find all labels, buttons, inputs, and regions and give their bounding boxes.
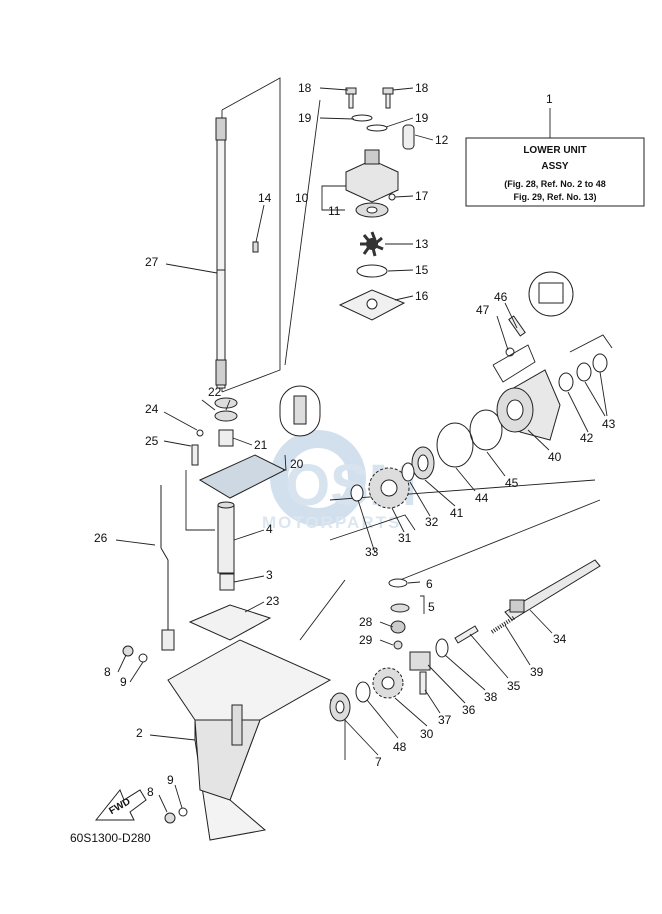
title-line-4: Fig. 29, Ref. No. 13): [513, 192, 596, 202]
callout-16: 16: [415, 289, 429, 303]
callout-5: 5: [428, 600, 435, 614]
callout-44: 44: [475, 491, 489, 505]
drawing-code: 60S1300-D280: [70, 831, 151, 845]
callout-22: 22: [208, 385, 222, 399]
callout-48: 48: [393, 740, 407, 754]
gears: [350, 467, 410, 699]
callout-37: 37: [438, 713, 452, 727]
callout-8b: 8: [147, 785, 154, 799]
callout-8a: 8: [104, 665, 111, 679]
bearing-lower: [329, 681, 371, 722]
callout-28: 28: [359, 615, 373, 629]
callout-3: 3: [266, 568, 273, 582]
callout-38: 38: [484, 690, 498, 704]
drain-bolts: [122, 645, 188, 824]
pinion-parts: [388, 578, 410, 650]
callout-31: 31: [398, 531, 412, 545]
callout-2: 2: [136, 726, 143, 740]
clutch-parts: [409, 638, 449, 695]
callout-39: 39: [530, 665, 544, 679]
callout-24: 24: [145, 402, 159, 416]
callout-18a: 18: [298, 81, 312, 95]
callout-21: 21: [254, 438, 268, 452]
lower-casing: [167, 639, 332, 841]
callout-17: 17: [415, 189, 429, 203]
callout-43: 43: [602, 417, 616, 431]
callout-40: 40: [548, 450, 562, 464]
callout-35: 35: [507, 679, 521, 693]
callout-12: 12: [435, 133, 449, 147]
callout-20: 20: [290, 457, 304, 471]
callout-7: 7: [375, 755, 382, 769]
callout-18b: 18: [415, 81, 429, 95]
callout-15: 15: [415, 263, 429, 277]
callout-19a: 19: [298, 111, 312, 125]
callout-10: 10: [295, 191, 309, 205]
callout-27: 27: [145, 255, 159, 269]
callout-25: 25: [145, 434, 159, 448]
callout-9a: 9: [120, 675, 127, 689]
water-pump: [338, 87, 415, 321]
woodruff-key: [252, 241, 259, 253]
callout-13: 13: [415, 237, 429, 251]
drive-shaft: [215, 117, 227, 389]
title-line-1: LOWER UNIT: [523, 145, 586, 156]
callout-14: 14: [258, 191, 272, 205]
fwd-arrow-icon: FWD: [94, 789, 147, 821]
callout-23: 23: [266, 594, 280, 608]
callout-33: 33: [365, 545, 379, 559]
callout-30: 30: [420, 727, 434, 741]
callout-6: 6: [426, 577, 433, 591]
callout-4: 4: [266, 522, 273, 536]
callout-41: 41: [450, 506, 464, 520]
callout-29: 29: [359, 633, 373, 647]
callout-11: 11: [328, 204, 341, 218]
callout-36: 36: [462, 703, 476, 717]
callout-32: 32: [425, 515, 439, 529]
leader-lines: [115, 87, 608, 813]
callout-46: 46: [494, 290, 508, 304]
propeller-housing: [401, 271, 613, 482]
callouts: 18 18 19 19 12 10 11 17 13 15 16 14 27 2…: [94, 81, 616, 799]
callout-1: 1: [546, 92, 553, 106]
propeller-shaft: [454, 559, 601, 644]
callout-42: 42: [580, 431, 594, 445]
bearings-upper: [191, 385, 321, 466]
callout-9b: 9: [167, 773, 174, 787]
watermark-text: MOTORPARTS: [262, 513, 401, 532]
water-tube: [188, 501, 272, 641]
callout-26: 26: [94, 531, 108, 545]
callout-45: 45: [505, 476, 519, 490]
title-line-2: ASSY: [541, 161, 569, 172]
title-line-3: (Fig. 28, Ref. No. 2 to 48: [504, 179, 606, 189]
title-box: LOWER UNIT ASSY (Fig. 28, Ref. No. 2 to …: [465, 92, 645, 207]
callout-19b: 19: [415, 111, 429, 125]
shift-rod: [160, 485, 175, 651]
callout-34: 34: [553, 632, 567, 646]
callout-47: 47: [476, 303, 490, 317]
